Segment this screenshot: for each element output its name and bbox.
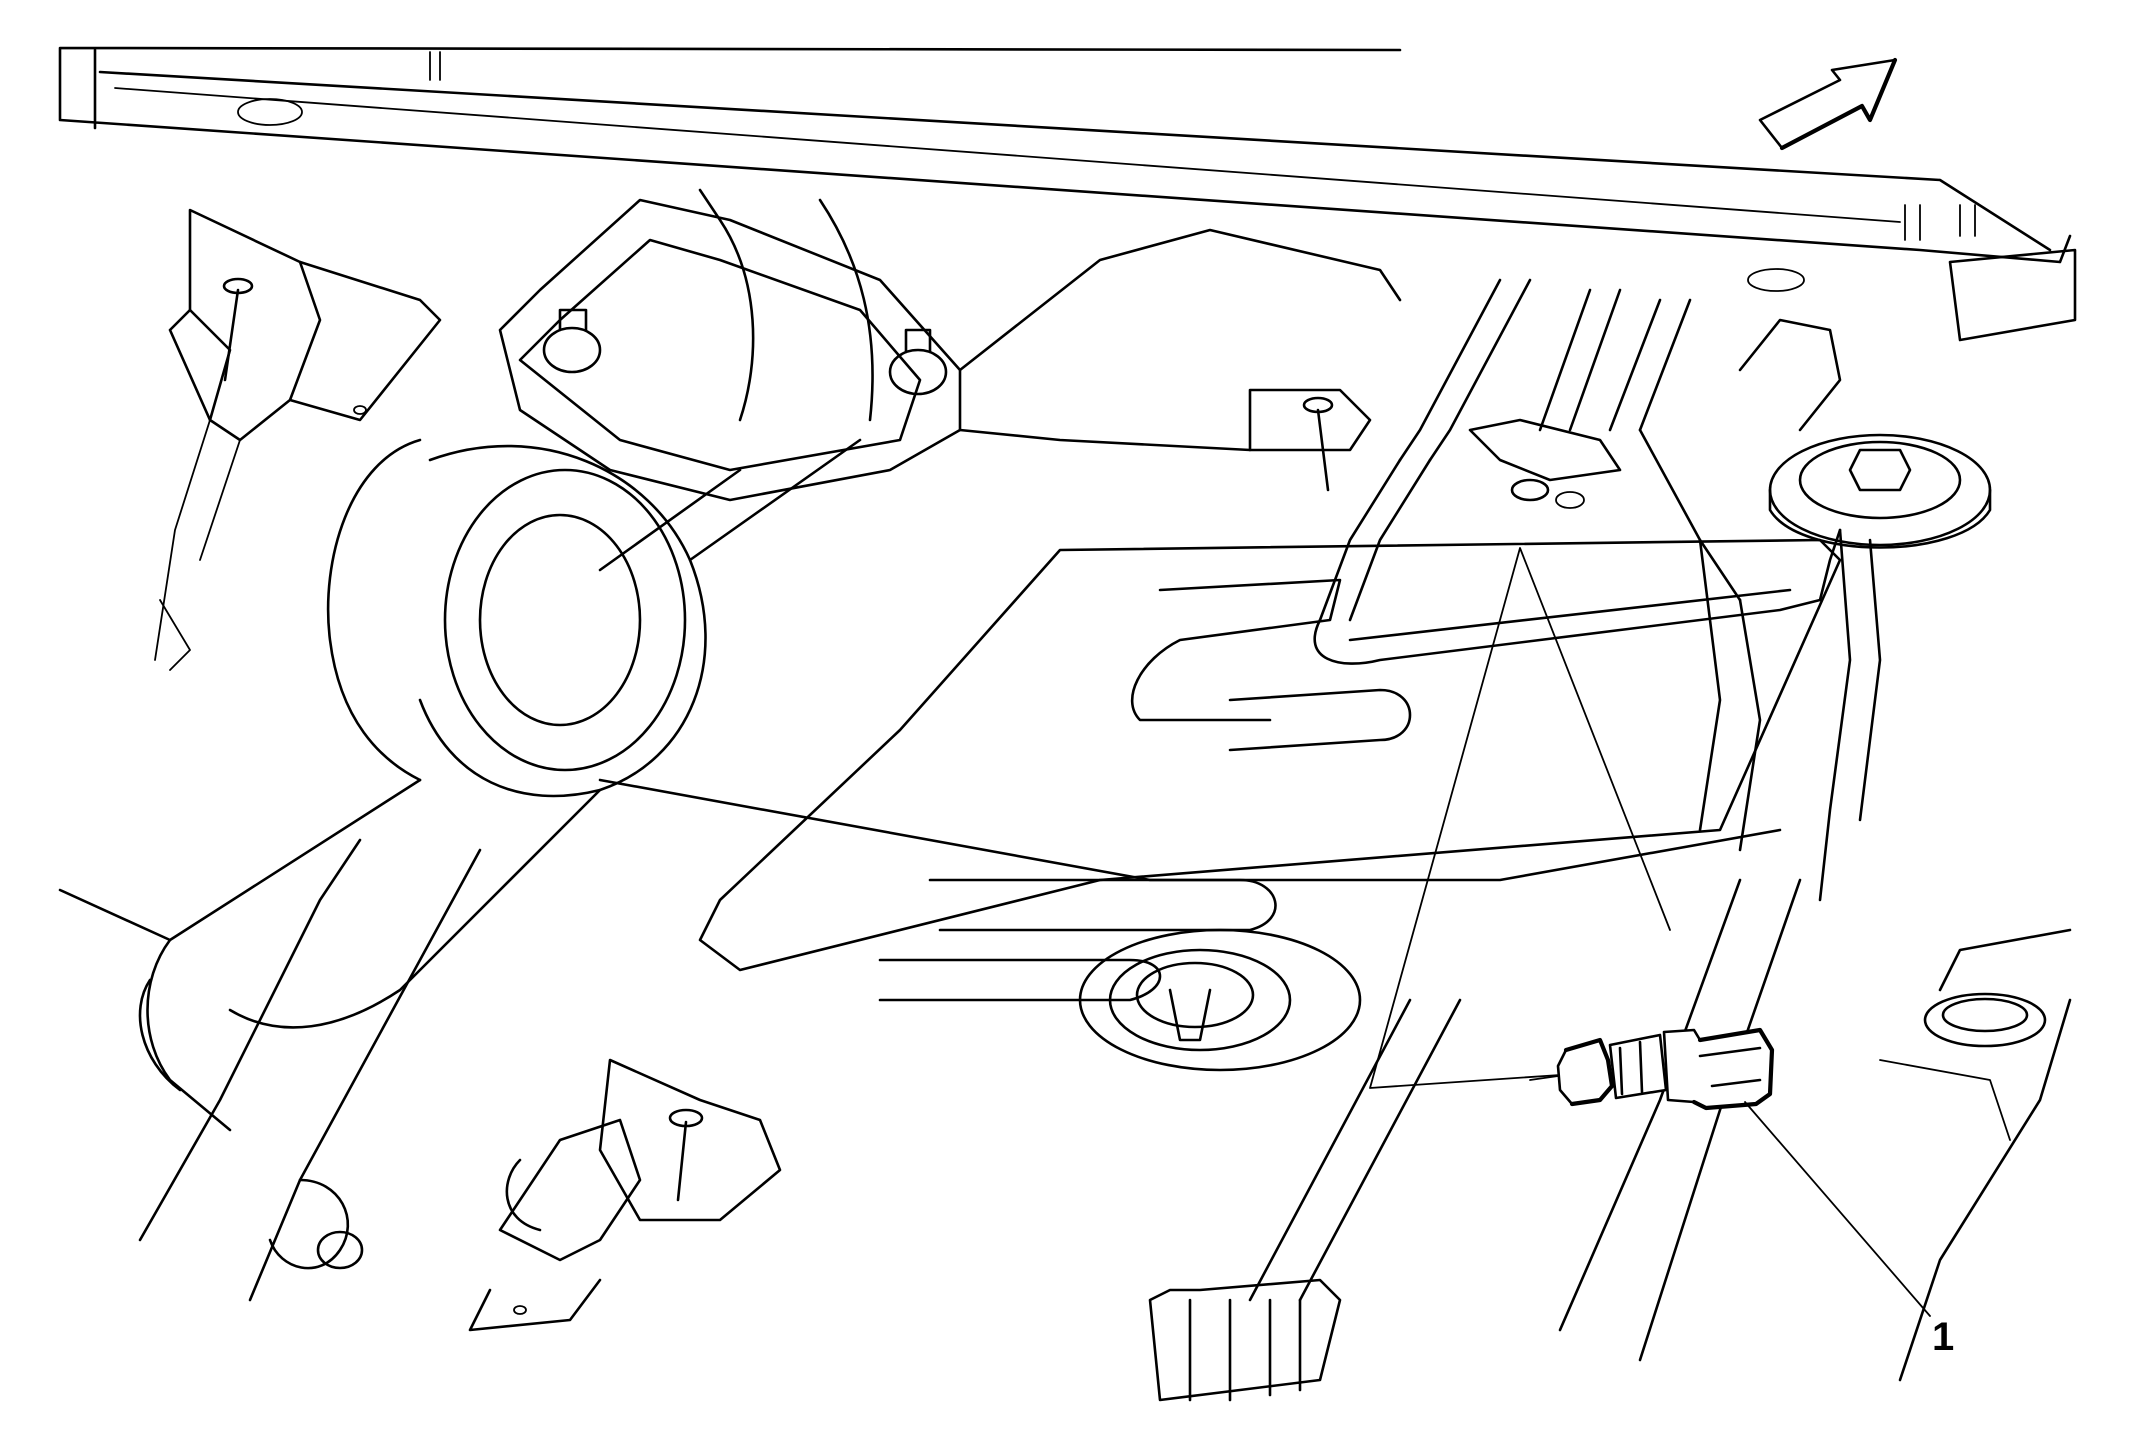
line-retainer-clip [1148,998,1462,1402]
front-of-vehicle-arrow-icon [1758,57,1898,151]
detail-view-outline [1369,547,1671,1089]
lower-left-bracket [268,1058,782,1332]
right-lower-body-structure [1558,878,2072,1382]
left-heat-shield-bracket [154,208,442,671]
cross-member-rail [58,46,2077,342]
exhaust-flange [498,188,962,502]
fuel-line-bundle [1313,278,1882,902]
center-heat-shield-bracket [958,228,1402,492]
callout-1: 1 [1744,1101,1954,1359]
exhaust-cylinder [138,438,862,1132]
drain-grommet [1078,928,1362,1072]
callout-label-1: 1 [1932,1315,1954,1359]
fuel-pressure-sensor-connector [1529,1027,1775,1111]
body-mount-bushing [1738,318,1992,549]
